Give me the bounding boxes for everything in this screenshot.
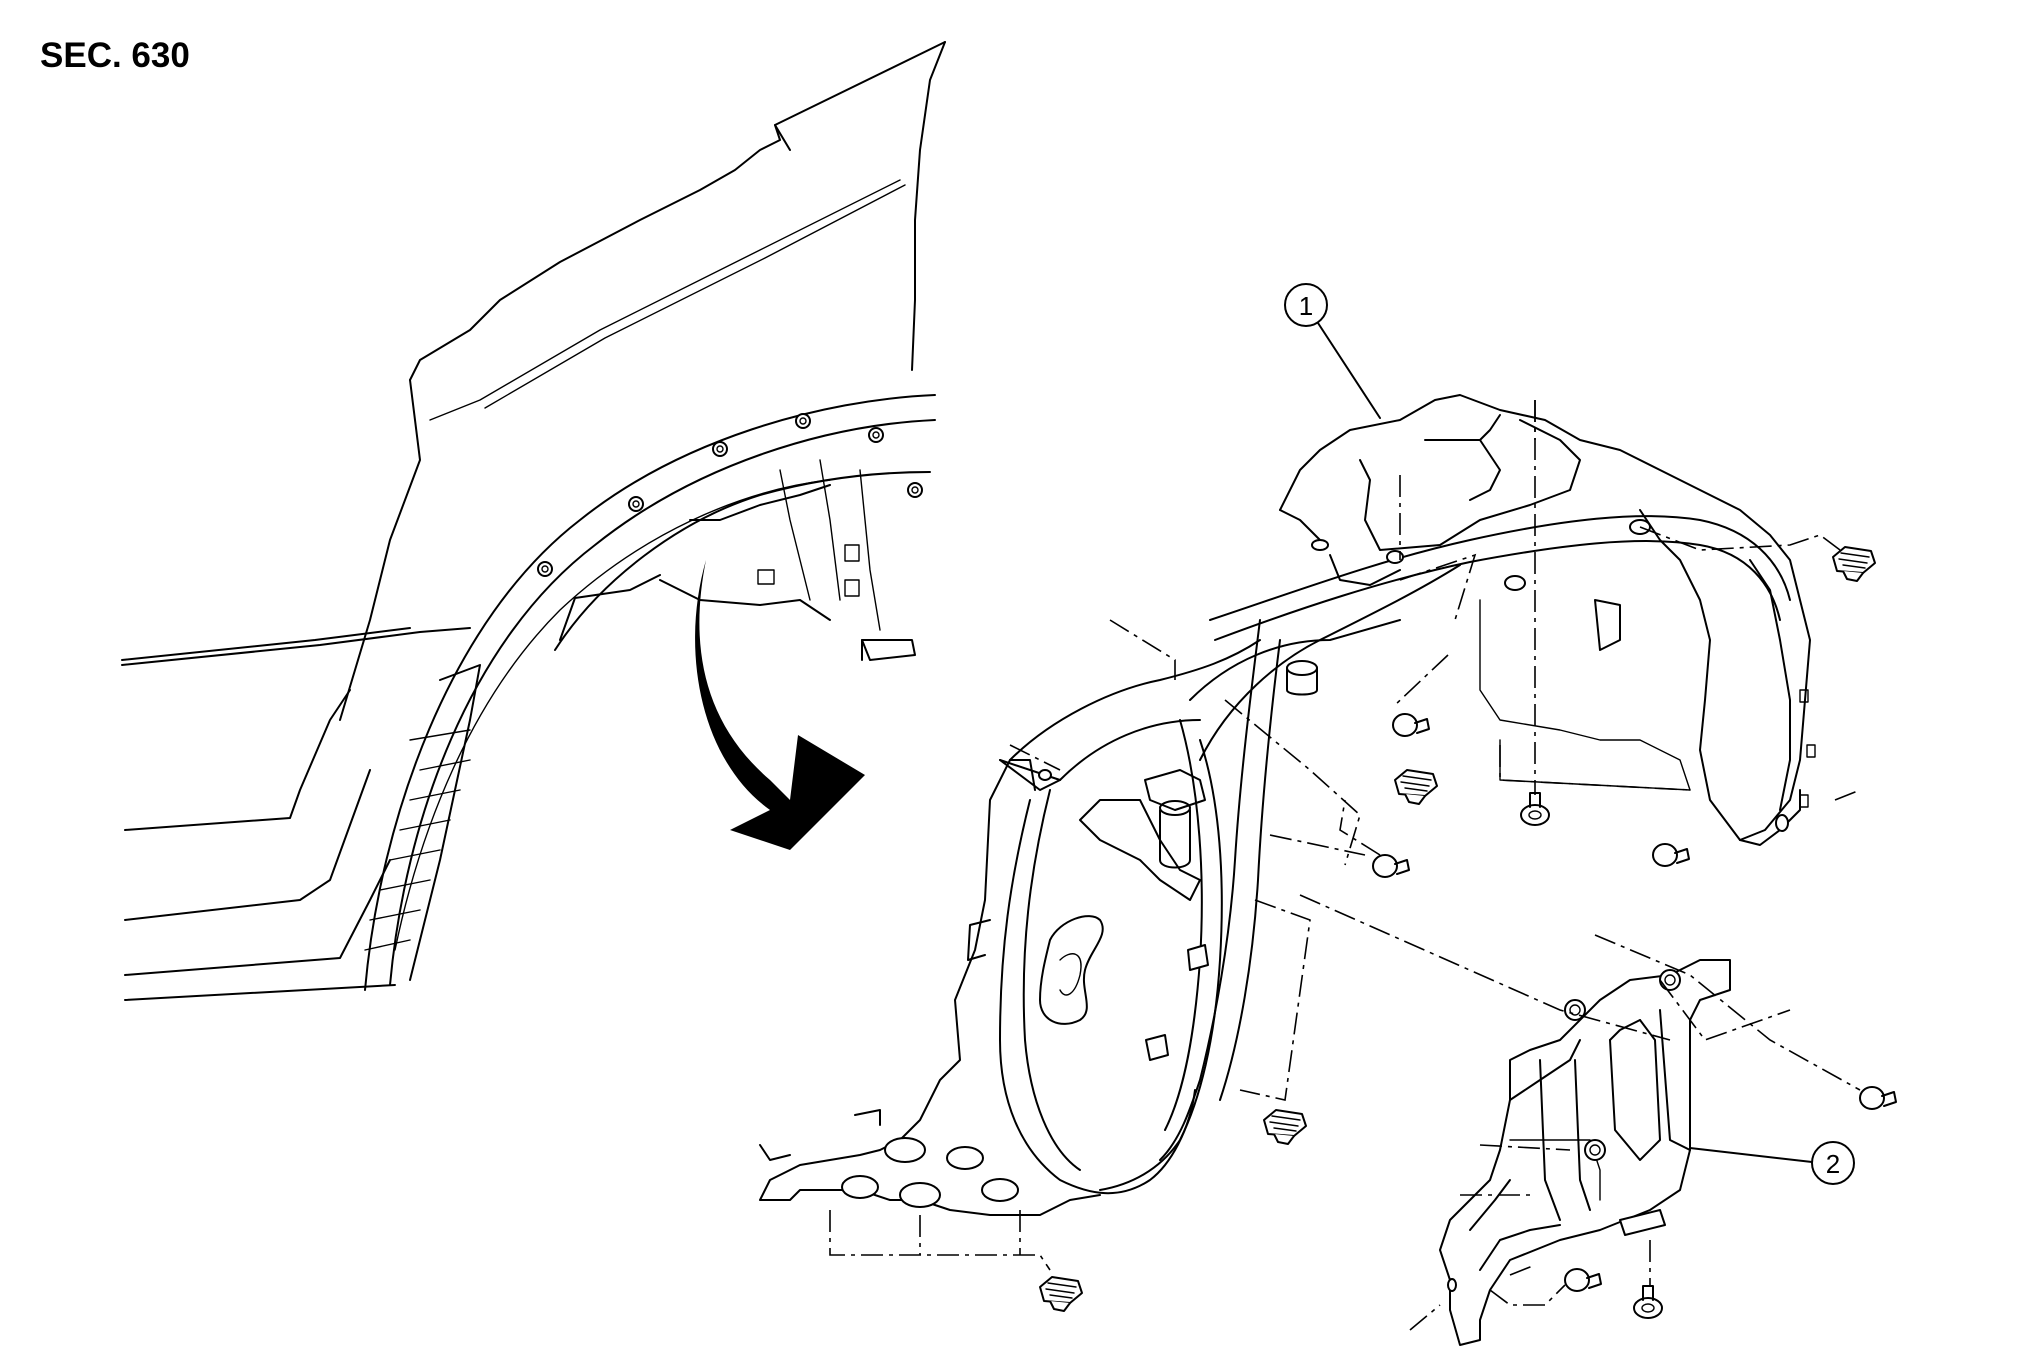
assembly-lines [829, 400, 1861, 1331]
screw-fastener [1859, 1086, 1897, 1110]
section-label: SEC. 630 [40, 36, 190, 75]
fender-protector-front-part [759, 394, 1816, 1216]
direction-arrow [695, 560, 865, 850]
screw-fastener [1652, 843, 1690, 867]
bolt-fastener [1520, 792, 1550, 826]
clip-fastener [1263, 1109, 1307, 1145]
clip-fastener [1039, 1276, 1083, 1312]
fender-protector-rear-part [1439, 959, 1731, 1346]
callout-1-number: 1 [1299, 291, 1313, 321]
callout-1: 1 [1284, 283, 1381, 419]
screw-fastener [1564, 1268, 1602, 1292]
screw-fastener [1372, 854, 1410, 878]
clip-fastener [1832, 546, 1876, 582]
callout-2: 2 [1689, 1141, 1855, 1185]
fender-arch-bolts [537, 413, 923, 577]
bolt-fastener [1633, 1285, 1663, 1319]
clip-fastener [1394, 769, 1438, 805]
callout-2-number: 2 [1826, 1149, 1840, 1179]
screw-fastener [1392, 713, 1430, 737]
fender-vehicle-view [121, 41, 946, 1001]
